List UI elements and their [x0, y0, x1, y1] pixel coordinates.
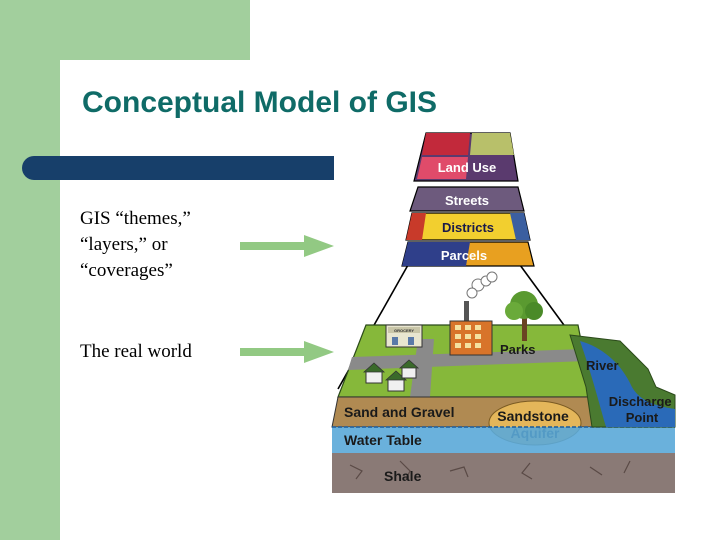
layer-districts: Districts	[405, 212, 531, 241]
factory-building	[449, 320, 493, 356]
surface-road-vertical	[410, 339, 434, 397]
parks-label: Parks	[500, 342, 535, 357]
sandstone-aquifer-line-1: Sandstone	[497, 408, 569, 424]
real-world-arrow-icon	[240, 341, 334, 363]
park-tree	[505, 291, 543, 341]
slide-title: Conceptual Model of GIS	[82, 86, 438, 119]
layer-parcels: Parcels	[401, 241, 535, 267]
factory-smoke	[464, 271, 498, 323]
river	[580, 341, 675, 427]
layer-land-use: Land Use	[413, 132, 519, 182]
title-divider-bar	[22, 156, 334, 180]
layer-label-districts: Districts	[442, 220, 494, 235]
layers-arrow-icon	[240, 235, 334, 257]
water-table-label: Water Table	[344, 432, 422, 448]
grocery-sign: GROCERY	[394, 328, 414, 333]
houses	[362, 359, 420, 392]
layers-text: GIS “themes,” “layers,” or “coverages”	[80, 206, 191, 284]
layers-text-line-1: GIS “themes,”	[80, 208, 191, 229]
layer-label-land-use: Land Use	[438, 160, 497, 175]
shale-label: Shale	[384, 468, 422, 484]
top-accent-block	[60, 0, 250, 60]
layers-text-line-3: “coverages”	[80, 260, 173, 281]
water-table-layer	[332, 427, 675, 453]
layers-text-line-2: “layers,” or	[80, 234, 168, 255]
shale-layer	[332, 453, 675, 493]
grocery-building: GROCERY	[385, 324, 423, 348]
layer-streets: Streets	[409, 186, 525, 212]
layer-label-parcels: Parcels	[441, 248, 487, 263]
layer-label-streets: Streets	[445, 193, 489, 208]
real-world-text: The real world	[80, 341, 192, 362]
discharge-point-label: Discharge Point	[609, 394, 676, 425]
discharge-point-line-1: Discharge	[609, 394, 672, 409]
shale-cracks	[349, 460, 631, 480]
rounded-corner	[60, 60, 140, 140]
gis-layer-diagram: Land Use Streets Districts Parcels	[331, 132, 676, 493]
discharge-point-line-2: Point	[626, 410, 659, 425]
river-label: River	[586, 358, 619, 373]
sand-and-gravel-label: Sand and Gravel	[344, 404, 454, 420]
left-accent-strip	[0, 0, 60, 540]
